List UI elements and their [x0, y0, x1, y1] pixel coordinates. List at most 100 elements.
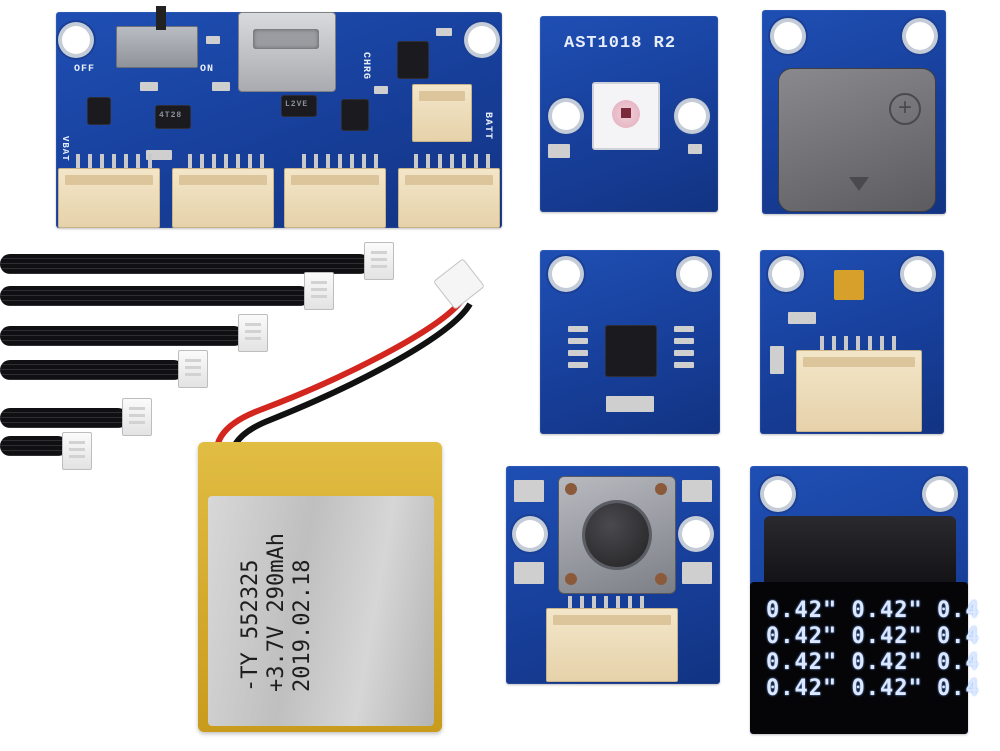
triangle-mark-icon: [849, 177, 869, 191]
connector-pins: [414, 154, 494, 168]
sensor-board: [760, 250, 944, 434]
battery-label-block: -TY 552325 +3.7V 290mAh 2019.02.18: [238, 512, 318, 692]
ic-chip: L2VE: [282, 96, 316, 116]
battery-date: 2019.02.18: [290, 559, 315, 692]
button-leg: [514, 480, 544, 502]
switch-on-label: ON: [200, 64, 215, 75]
mounting-hole: [772, 260, 800, 288]
button-rivet: [655, 573, 667, 585]
battery-spec: +3.7V 290mAh: [264, 533, 289, 692]
button-connector[interactable]: [546, 608, 678, 682]
mounting-hole: [516, 520, 544, 548]
cable: [0, 360, 184, 380]
ic-chip: 4T28: [156, 106, 190, 128]
cable: [0, 326, 244, 346]
led-chip: [621, 108, 631, 118]
mounting-hole: [678, 102, 706, 130]
connector-pins: [568, 596, 648, 610]
ic-chip: [398, 42, 428, 78]
button-leg: [682, 480, 712, 502]
mounting-hole: [62, 26, 90, 54]
smd-component: [788, 312, 816, 324]
rgb-led: [592, 82, 660, 150]
button-board: [506, 466, 720, 684]
cable-plug: [62, 432, 92, 470]
slide-switch[interactable]: [116, 26, 198, 68]
smd-component: [374, 86, 388, 94]
smd-component: [606, 396, 654, 412]
pin-pad: [674, 338, 694, 344]
pin-pad: [674, 362, 694, 368]
connector-pins: [302, 154, 382, 168]
mounting-hole: [904, 260, 932, 288]
oled-line-4: 0.42" 0.42" 0.4: [766, 676, 980, 701]
connector-pins: [76, 154, 156, 168]
smd-component: [436, 28, 452, 36]
mounting-hole: [906, 22, 934, 50]
battery-model: -TY 552325: [238, 559, 263, 692]
battery-body: [208, 496, 434, 726]
buzzer-board: +: [762, 10, 946, 214]
battery-connector[interactable]: [412, 84, 472, 142]
battery-label: BATT: [482, 112, 493, 141]
mounting-hole: [682, 520, 710, 548]
expansion-connector-4[interactable]: [398, 168, 500, 228]
ic-chip: [88, 98, 110, 124]
lipo-battery: -TY 552325 +3.7V 290mAh 2019.02.18: [198, 442, 442, 732]
usb-opening: [253, 29, 319, 49]
pin-pad: [568, 362, 588, 368]
cable-plug: [238, 314, 268, 352]
cable: [0, 436, 68, 456]
rgb-led-board: AST1018 R2: [540, 16, 718, 212]
cable-plug: [304, 272, 334, 310]
pin-pad: [568, 350, 588, 356]
sensor-chip: [834, 270, 864, 300]
mounting-hole: [468, 26, 496, 54]
expansion-connector-1[interactable]: [58, 168, 160, 228]
smd-component: [770, 346, 784, 374]
smd-component: [212, 82, 230, 91]
pin-pad: [674, 326, 694, 332]
switch-knob[interactable]: [156, 6, 166, 30]
cable-plug: [122, 398, 152, 436]
tactile-button[interactable]: [558, 476, 676, 594]
sensor-connector[interactable]: [796, 350, 922, 432]
expansion-connector-2[interactable]: [172, 168, 274, 228]
mounting-hole: [926, 480, 954, 508]
smd-component: [688, 144, 702, 154]
button-rivet: [565, 483, 577, 495]
connector-pins: [820, 336, 896, 350]
cable-plug: [364, 242, 394, 280]
mounting-hole: [774, 22, 802, 50]
cable: [0, 408, 128, 428]
pin-pad: [568, 326, 588, 332]
chip-marking: L2VE: [285, 100, 309, 109]
button-rivet: [655, 483, 667, 495]
oled-board: 0.42" 0.42" 0.4 0.42" 0.42" 0.4 0.42" 0.…: [750, 466, 979, 734]
pin-pad: [568, 338, 588, 344]
cable-bundle: [0, 238, 410, 488]
board-label: AST1018 R2: [564, 34, 677, 53]
chip-marking: 4T28: [159, 111, 183, 120]
cable: [0, 286, 310, 306]
switch-off-label: OFF: [74, 64, 96, 75]
smd-component: [548, 144, 570, 158]
oled-line-3: 0.42" 0.42" 0.4: [766, 650, 980, 675]
button-rivet: [565, 573, 577, 585]
button-leg: [514, 562, 544, 584]
buzzer: +: [778, 68, 936, 212]
button-cap[interactable]: [585, 503, 649, 567]
smd-component: [206, 36, 220, 44]
cable-plug: [178, 350, 208, 388]
micro-usb-port[interactable]: [238, 12, 336, 92]
mounting-hole: [680, 260, 708, 288]
ic-chip: [606, 326, 656, 376]
oled-screen: 0.42" 0.42" 0.4 0.42" 0.42" 0.4 0.42" 0.…: [750, 582, 979, 734]
mounting-hole: [552, 102, 580, 130]
mounting-hole: [552, 260, 580, 288]
driver-ic-board: [540, 250, 720, 434]
button-leg: [682, 562, 712, 584]
smd-component: [146, 150, 172, 160]
expansion-connector-3[interactable]: [284, 168, 386, 228]
connector-pins: [188, 154, 268, 168]
